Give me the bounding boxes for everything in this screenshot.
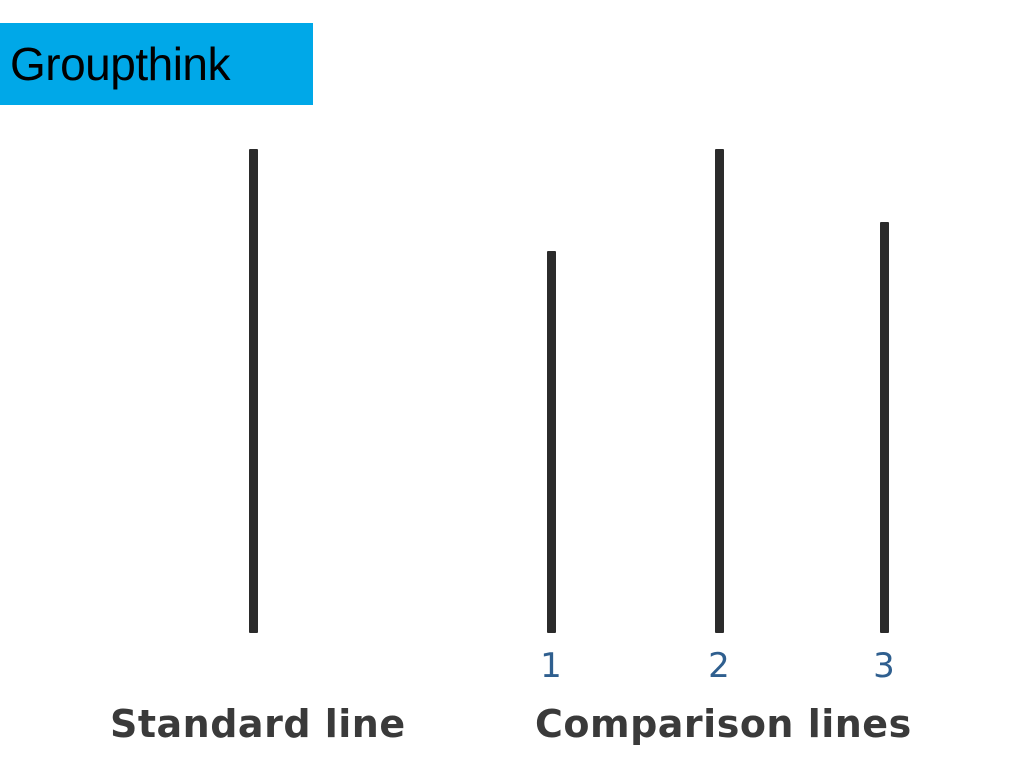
comparison-line-3 [879, 222, 889, 633]
comparison-line-3-number: 3 [873, 646, 895, 686]
comparison-line-2-number: 2 [708, 646, 730, 686]
comparison-line-1 [546, 251, 556, 633]
comparison-line-2 [714, 149, 724, 633]
comparison-line-1-number: 1 [540, 646, 562, 686]
comparison-lines-caption: Comparison lines [535, 702, 912, 746]
standard-line-caption: Standard line [110, 702, 406, 746]
title-banner: Groupthink [0, 23, 313, 105]
standard-line [248, 149, 258, 633]
page-title: Groupthink [10, 38, 231, 90]
